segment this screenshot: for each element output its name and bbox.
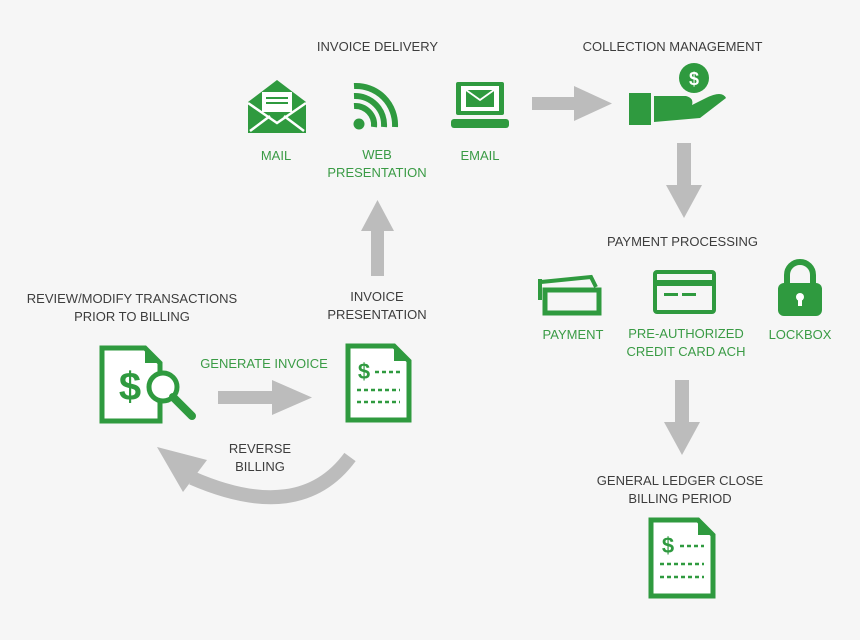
- computer-email-icon: [451, 82, 509, 128]
- credit-card-label: PRE-AUTHORIZED CREDIT CARD ACH: [626, 326, 746, 359]
- generate-invoice-label: GENERATE INVOICE: [200, 356, 328, 371]
- svg-text:$: $: [358, 359, 370, 384]
- svg-text:$: $: [662, 533, 674, 558]
- svg-text:$: $: [689, 69, 699, 89]
- arrow-collection-to-payment: [666, 143, 702, 218]
- rss-icon: [353, 82, 399, 130]
- ledger-document-icon: $: [648, 517, 716, 599]
- review-transactions-label: REVIEW/MODIFY TRANSACTIONS PRIOR TO BILL…: [26, 291, 238, 324]
- document-search-icon: $: [99, 345, 196, 424]
- arrow-generate-invoice: [218, 380, 312, 415]
- arrow-presentation-to-delivery: [361, 200, 394, 276]
- reverse-billing-label: REVERSE BILLING: [228, 441, 292, 474]
- email-label: EMAIL: [460, 148, 500, 163]
- padlock-icon: [778, 259, 822, 316]
- invoice-delivery-heading: INVOICE DELIVERY: [316, 39, 439, 54]
- hand-dollar-icon: $: [629, 63, 726, 125]
- credit-card-icon: [653, 270, 716, 314]
- general-ledger-label: GENERAL LEDGER CLOSE BILLING PERIOD: [596, 473, 764, 506]
- invoice-presentation-label: INVOICE PRESENTATION: [327, 289, 427, 322]
- mail-label: MAIL: [260, 148, 292, 163]
- collection-management-heading: COLLECTION MANAGEMENT: [582, 39, 763, 54]
- payment-label: PAYMENT: [542, 327, 604, 342]
- svg-text:$: $: [119, 365, 141, 409]
- payment-processing-heading: PAYMENT PROCESSING: [607, 234, 758, 249]
- cash-payment-icon: [538, 274, 602, 316]
- lockbox-label: LOCKBOX: [768, 327, 832, 342]
- invoice-document-icon: $: [345, 343, 412, 423]
- mail-icon: [247, 80, 307, 133]
- arrow-reverse-billing: [157, 447, 356, 505]
- arrow-email-to-collection: [532, 86, 612, 121]
- arrow-payment-to-ledger: [664, 380, 700, 455]
- web-presentation-label: WEB PRESENTATION: [327, 147, 427, 180]
